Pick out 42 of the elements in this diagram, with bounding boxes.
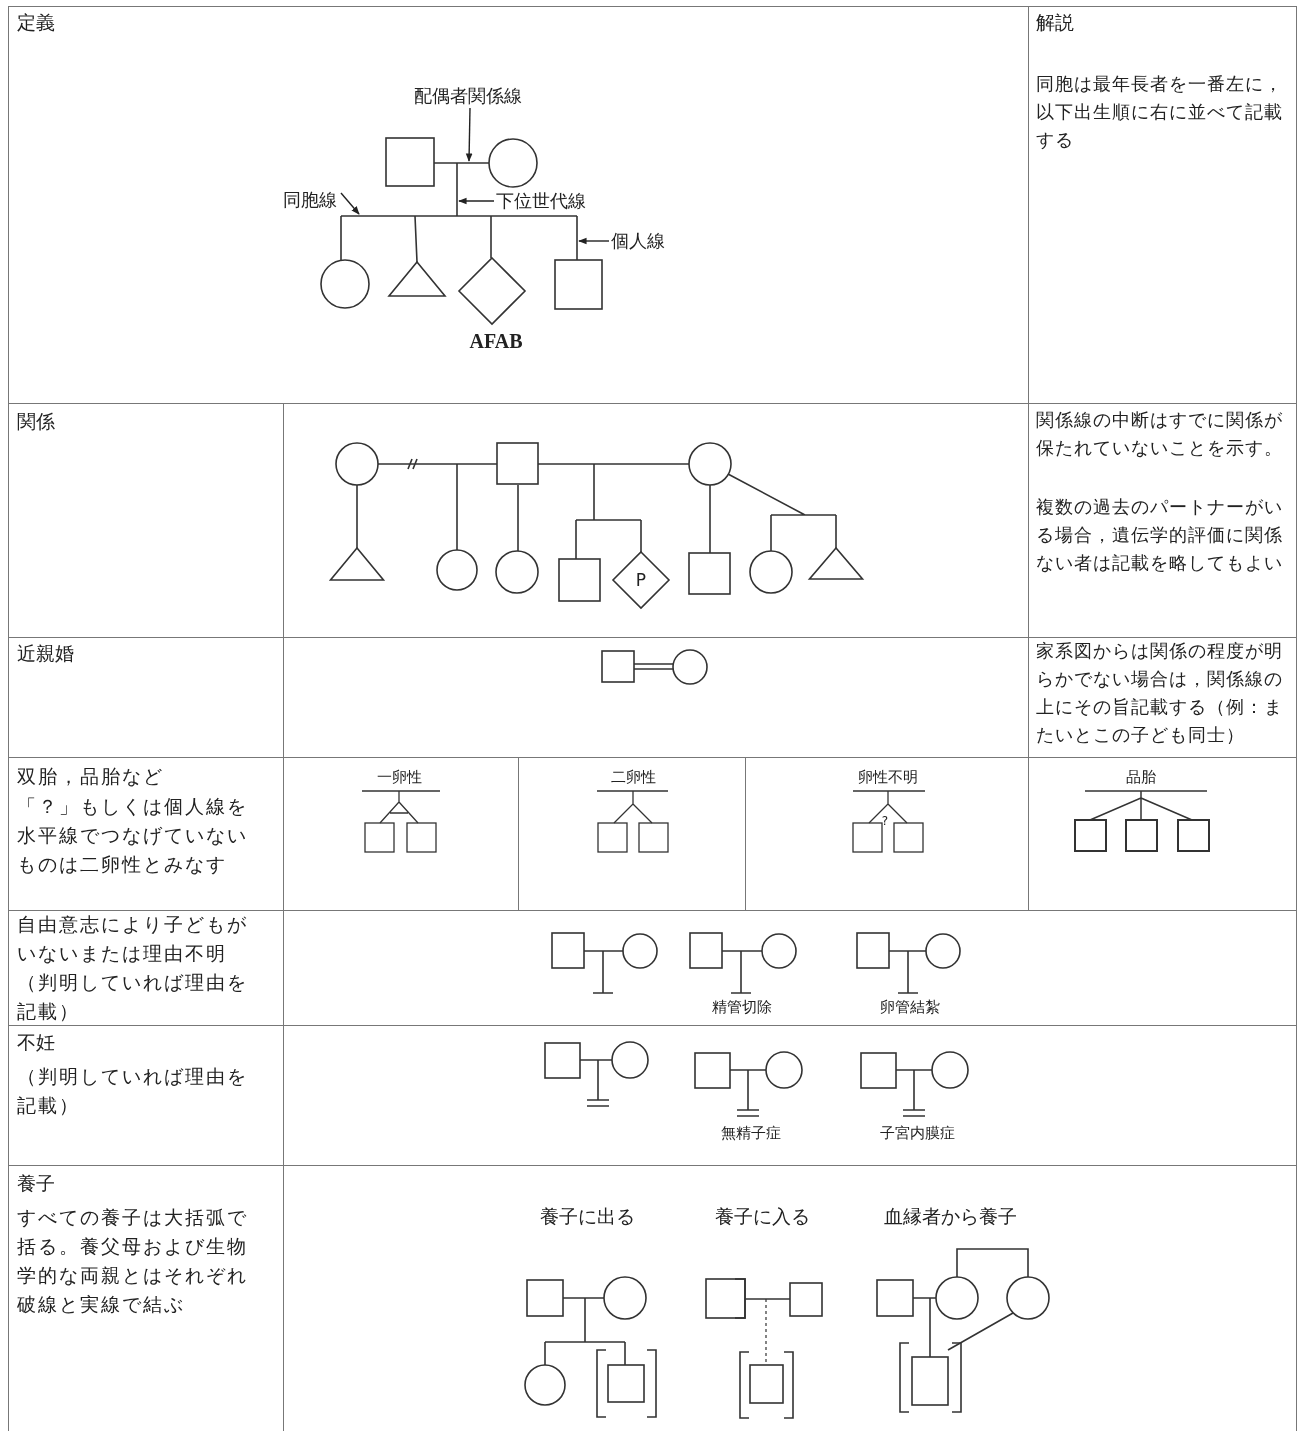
- column-heading: 血縁者から養子: [883, 1204, 1017, 1229]
- symbol-label: 卵性不明: [858, 767, 918, 787]
- leader-arrow: [578, 237, 610, 245]
- row-heading: 解説: [1036, 10, 1074, 35]
- leader-arrow: [458, 197, 495, 205]
- description-text: 関係線の中断はすでに関係が保たれていないことを示す。: [1036, 408, 1284, 460]
- symbol-letter: P: [635, 569, 647, 592]
- leader-arrow: [465, 107, 473, 162]
- annotation-text: 個人線: [611, 229, 667, 253]
- column-heading: 養子に入る: [714, 1204, 810, 1229]
- row-heading: 定義: [17, 10, 55, 35]
- individual-line: [576, 215, 578, 261]
- descent-line: [456, 162, 458, 217]
- symbol-label: 二卵性: [610, 767, 656, 787]
- row-heading: 近親婚: [17, 641, 74, 666]
- annotation-text: 下位世代線: [496, 189, 588, 213]
- leader-arrow: [340, 192, 360, 215]
- description-text: 複数の過去のパートナーがいる場合，遺伝学的評価に関係ない者は記載を略してもよい: [1036, 495, 1284, 575]
- description-text: 双胎，品胎など: [17, 764, 165, 789]
- spouse-line: [433, 162, 490, 164]
- description-text: （判明していれば理由を記載）: [17, 1064, 249, 1118]
- description-text: （判明していれば理由を記載）: [17, 970, 249, 1024]
- description-text: 家系図からは関係の程度が明らかでない場合は，関係線の上にその旨記載する（例：またいとこの子ども同士）: [1036, 639, 1284, 747]
- row-heading: 不妊: [17, 1030, 55, 1055]
- symbol-label: 子宮内膜症: [879, 1123, 955, 1143]
- annotation-text: 配偶者関係線: [414, 84, 524, 108]
- sibship-line: [340, 215, 578, 217]
- symbol-label: 卵管結紮: [880, 997, 940, 1017]
- question-mark: ?: [881, 814, 889, 828]
- description-text: すべての養子は大括弧で括る。養父母および生物学的な両親とはそれぞれ破線と実線で結ぶ: [17, 1205, 249, 1317]
- symbol-label: 品胎: [1126, 767, 1156, 787]
- symbol-label: 無精子症: [721, 1123, 781, 1143]
- symbol-label: 一卵性: [376, 767, 422, 787]
- symbol-label: AFAB: [469, 329, 523, 354]
- row-heading: 養子: [17, 1171, 55, 1196]
- description-text: 同胞は最年長者を一番左に，以下出生順に右に並べて記載する: [1036, 72, 1284, 152]
- row-heading: 関係: [17, 409, 55, 434]
- symbol-label: 精管切除: [712, 997, 772, 1017]
- annotation-text: 同胞線: [283, 188, 339, 212]
- column-heading: 養子に出る: [539, 1204, 635, 1229]
- description-text: 自由意志により子どもがいないまたは理由不明: [17, 912, 249, 966]
- description-text: 「？」もしくは個人線を水平線でつなげていないものは二卵性とみなす: [17, 794, 249, 877]
